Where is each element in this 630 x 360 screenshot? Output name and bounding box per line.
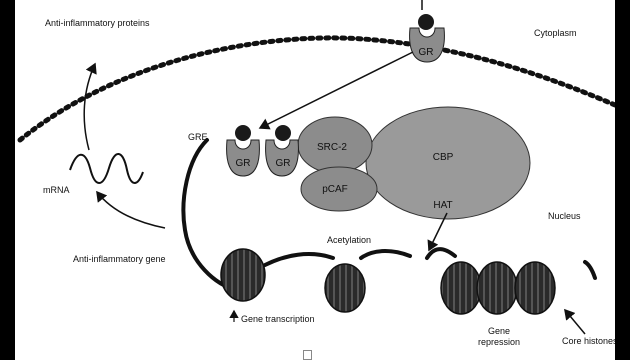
src2-protein: SRC-2 — [298, 117, 372, 173]
core-histones-label: Core histones — [562, 336, 615, 346]
pcaf-label: pCAF — [322, 184, 348, 195]
gr-cytoplasm-receptor: GR — [410, 0, 445, 62]
diagram-canvas: GR CBP HAT SRC-2 pCAF GR GR — [15, 0, 615, 360]
histone-transcription — [221, 249, 265, 301]
gr-bound-1: GR — [227, 125, 260, 176]
anti-inflammatory-gene-label: Anti-inflammatory gene — [73, 254, 166, 264]
gene-repression-label-1: Gene — [488, 326, 510, 336]
src2-label: SRC-2 — [317, 142, 347, 153]
anti-inflammatory-proteins-label: Anti-inflammatory proteins — [45, 18, 150, 28]
histone-repression-1 — [441, 262, 481, 314]
gr-bound-2: GR — [266, 125, 299, 176]
pcaf-protein: pCAF — [301, 167, 377, 211]
transcription-arrow — [97, 192, 165, 228]
gr-mechanism-diagram: GR CBP HAT SRC-2 pCAF GR GR — [15, 0, 615, 360]
gr-bound-1-label: GR — [236, 158, 251, 169]
gene-repression-label-2: repression — [478, 337, 520, 347]
image-handle-icon — [303, 350, 312, 360]
gene-transcription-label: Gene transcription — [241, 314, 315, 324]
ligand-icon — [418, 14, 434, 30]
mrna-icon — [70, 154, 143, 183]
acetylation-label: Acetylation — [327, 235, 371, 245]
histone-repression-3 — [515, 262, 555, 314]
mrna-label: mRNA — [43, 185, 70, 195]
cbp-label: CBP — [433, 152, 454, 163]
gr-cytoplasm-label: GR — [419, 47, 434, 58]
histone-repression-2 — [477, 262, 517, 314]
gr-bound-2-label: GR — [276, 158, 291, 169]
nucleus-label: Nucleus — [548, 211, 581, 221]
cytoplasm-label: Cytoplasm — [534, 28, 577, 38]
gre-label: GRE — [188, 132, 208, 142]
cbp-complex: CBP HAT — [366, 107, 530, 219]
core-histones-arrow — [565, 310, 585, 334]
hat-label: HAT — [433, 200, 452, 211]
histone-acetylation — [325, 264, 365, 312]
translation-arrow — [84, 64, 95, 150]
